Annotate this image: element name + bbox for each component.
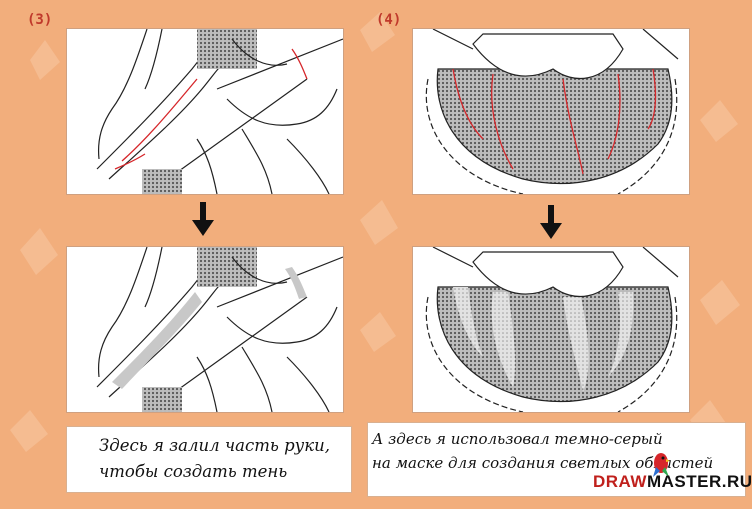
skirt-illustration-after bbox=[425, 247, 679, 412]
step-3-label: (3) bbox=[27, 12, 53, 28]
caption-right: А здесь я использовал темно-серый на мас… bbox=[367, 422, 746, 497]
caption-left-line1: Здесь я залил часть руки, bbox=[99, 436, 330, 455]
panel-step4-before bbox=[412, 28, 690, 195]
caption-left-line2: чтобы создать тень bbox=[99, 462, 288, 481]
caption-right-line2: на маске для создания светлых областей bbox=[372, 454, 714, 472]
arm-illustration-before bbox=[96, 29, 343, 194]
arrow-down-icon bbox=[540, 205, 562, 239]
logo-part-draw: DRAW bbox=[593, 472, 647, 491]
panel-step3-after bbox=[66, 246, 344, 413]
caption-left: Здесь я залил часть руки, чтобы создать … bbox=[66, 426, 352, 493]
panel-step4-after bbox=[412, 246, 690, 413]
arrow-down-icon bbox=[192, 202, 214, 236]
parrot-icon bbox=[653, 453, 670, 477]
site-logo: DRAWMASTER.RU bbox=[593, 472, 752, 492]
arm-illustration-after bbox=[96, 247, 343, 412]
caption-right-line1: А здесь я использовал темно-серый bbox=[372, 430, 663, 448]
skirt-illustration-before bbox=[425, 29, 679, 194]
panel-step3-before bbox=[66, 28, 344, 195]
logo-part-master: MASTER.RU bbox=[646, 472, 752, 491]
step-4-label: (4) bbox=[376, 12, 402, 28]
